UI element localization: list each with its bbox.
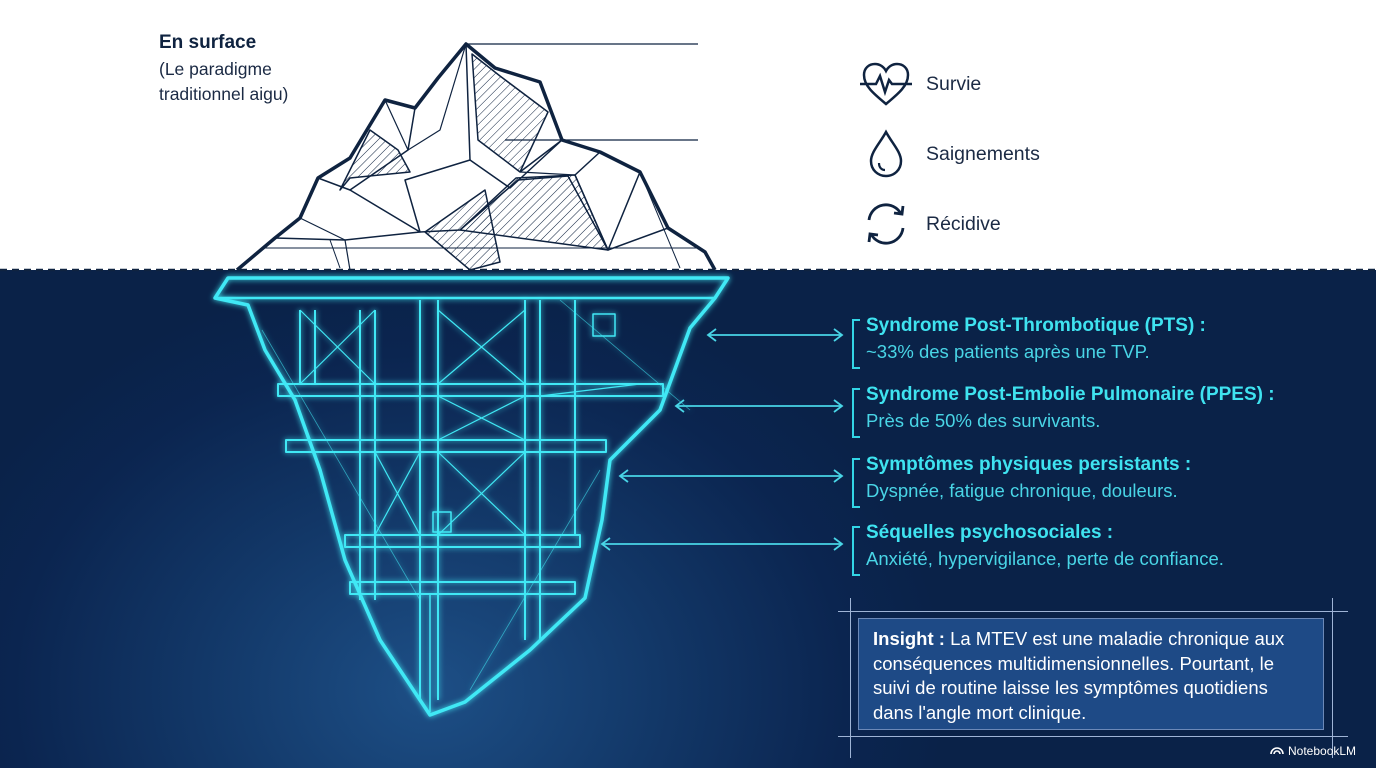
- insight-box: Insight : La MTEV est une maladie chroni…: [858, 618, 1324, 730]
- insight-text: Insight : La MTEV est une maladie chroni…: [873, 627, 1313, 725]
- bracket: [852, 388, 860, 438]
- metric-label: Survie: [926, 72, 982, 95]
- item-description: ~33% des patients après une TVP.: [866, 341, 1150, 362]
- item-title: Symptômes physiques persistants :: [866, 454, 1192, 475]
- brand-label: NotebookLM: [1288, 744, 1357, 758]
- iceberg-tip: [235, 42, 717, 272]
- item-description: Dyspnée, fatigue chronique, douleurs.: [866, 480, 1178, 501]
- item-title: Syndrome Post-Thrombotique (PTS) :: [866, 315, 1206, 336]
- metric-survival: Survie: [856, 56, 981, 112]
- brand-mark: NotebookLM: [1270, 744, 1356, 758]
- frame-line: [838, 611, 1348, 612]
- metric-recurrence: Récidive: [856, 196, 1001, 252]
- metric-bleeding: Saignements: [856, 126, 1040, 182]
- metric-label: Récidive: [926, 212, 1001, 235]
- heartbeat-icon: [856, 56, 916, 112]
- item-title: Syndrome Post-Embolie Pulmonaire (PPES) …: [866, 384, 1275, 405]
- surface-area: [0, 0, 1376, 270]
- iceberg-submerged: [213, 276, 730, 717]
- metric-label: Saignements: [926, 142, 1040, 165]
- bracket: [852, 526, 860, 576]
- item-description: Anxiété, hypervigilance, perte de confia…: [866, 548, 1224, 569]
- drop-icon: [856, 126, 916, 182]
- insight-label: Insight :: [873, 628, 945, 649]
- item-arrows: [600, 328, 844, 551]
- notebook-logo-icon: [1270, 744, 1284, 758]
- frame-line: [838, 736, 1348, 737]
- item-description: Près de 50% des survivants.: [866, 410, 1101, 431]
- frame-line: [850, 598, 851, 758]
- item-title: Séquelles psychosociales :: [866, 522, 1114, 543]
- surface-title: En surface: [159, 32, 257, 53]
- insight-body: La MTEV est une maladie chronique aux co…: [873, 628, 1285, 723]
- frame-line: [1332, 598, 1333, 758]
- cycle-icon: [856, 196, 916, 252]
- surface-subtitle: (Le paradigme traditionnel aigu): [159, 59, 289, 104]
- bracket: [852, 319, 860, 369]
- bracket: [852, 458, 860, 508]
